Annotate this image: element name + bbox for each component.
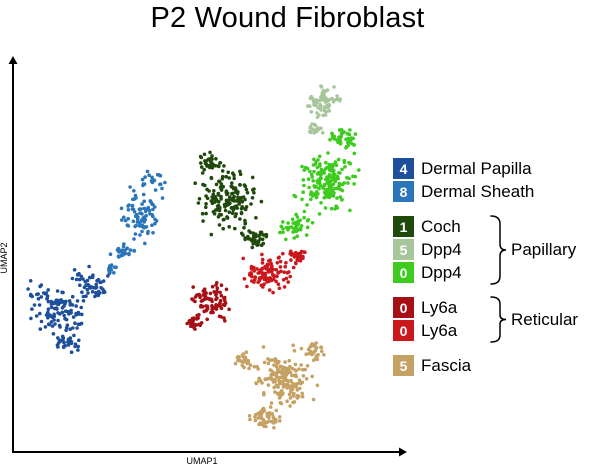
legend-color-swatch: 0 [393,297,414,318]
reticular-brace-icon [490,296,507,343]
legend-color-swatch: 0 [393,320,414,341]
legend-entry-label: Coch [421,216,461,236]
figure-title: P2 Wound Fibroblast [150,2,425,34]
scatter-points [26,84,361,430]
legend-entry-label: Dermal Sheath [421,181,535,201]
papillary-brace-icon [490,215,507,285]
cluster-dpp4-pale [306,84,342,135]
cluster-fascia [233,341,326,430]
papillary-group-label: Papillary [511,240,577,259]
cluster-dermal-papilla [26,264,112,355]
cluster-ly6a-dark [185,281,231,331]
legend-color-swatch: 5 [393,239,414,260]
legend-entry-label: Dermal Papilla [421,158,532,178]
y-axis-label: UMAP2 [0,242,9,273]
legend-entry-label: Dpp4 [421,239,462,259]
y-axis-arrow-icon [8,56,18,64]
reticular-group-label: Reticular [511,310,579,329]
legend-color-swatch: 5 [393,355,414,376]
legend-entry-dpp4-bright: 0 Dpp4 [393,261,600,284]
legend-entry-ly6a-dark: 0 Ly6a [393,296,600,319]
cluster-coch [193,150,269,250]
legend-entry-coch: 1 Coch [393,215,600,238]
legend-entry-label: Ly6a [421,320,458,340]
legend-entry-dermal-papilla: 4 Dermal Papilla [393,157,600,180]
legend-entry-fascia: 5 Fascia [393,354,600,377]
legend-color-swatch: 4 [393,158,414,179]
cluster-dermal-sheath [107,169,167,275]
legend-entry-label: Dpp4 [421,262,462,282]
legend-entry-dpp4-pale: 5 Dpp4 [393,238,600,261]
legend-color-swatch: 1 [393,216,414,237]
legend-color-swatch: 0 [393,262,414,283]
legend-entry-label: Fascia [421,355,472,375]
legend-entry-ly6a-bright: 0 Ly6a [393,319,600,342]
x-axis-label: UMAP1 [186,456,217,466]
legend-color-swatch: 8 [393,181,414,202]
cluster-dpp4-bright [278,128,361,242]
legend-entry-dermal-sheath: 8 Dermal Sheath [393,180,600,203]
legend-entry-label: Ly6a [421,297,458,317]
cluster-ly6a-bright [241,249,307,295]
x-axis-arrow-icon [399,447,407,457]
